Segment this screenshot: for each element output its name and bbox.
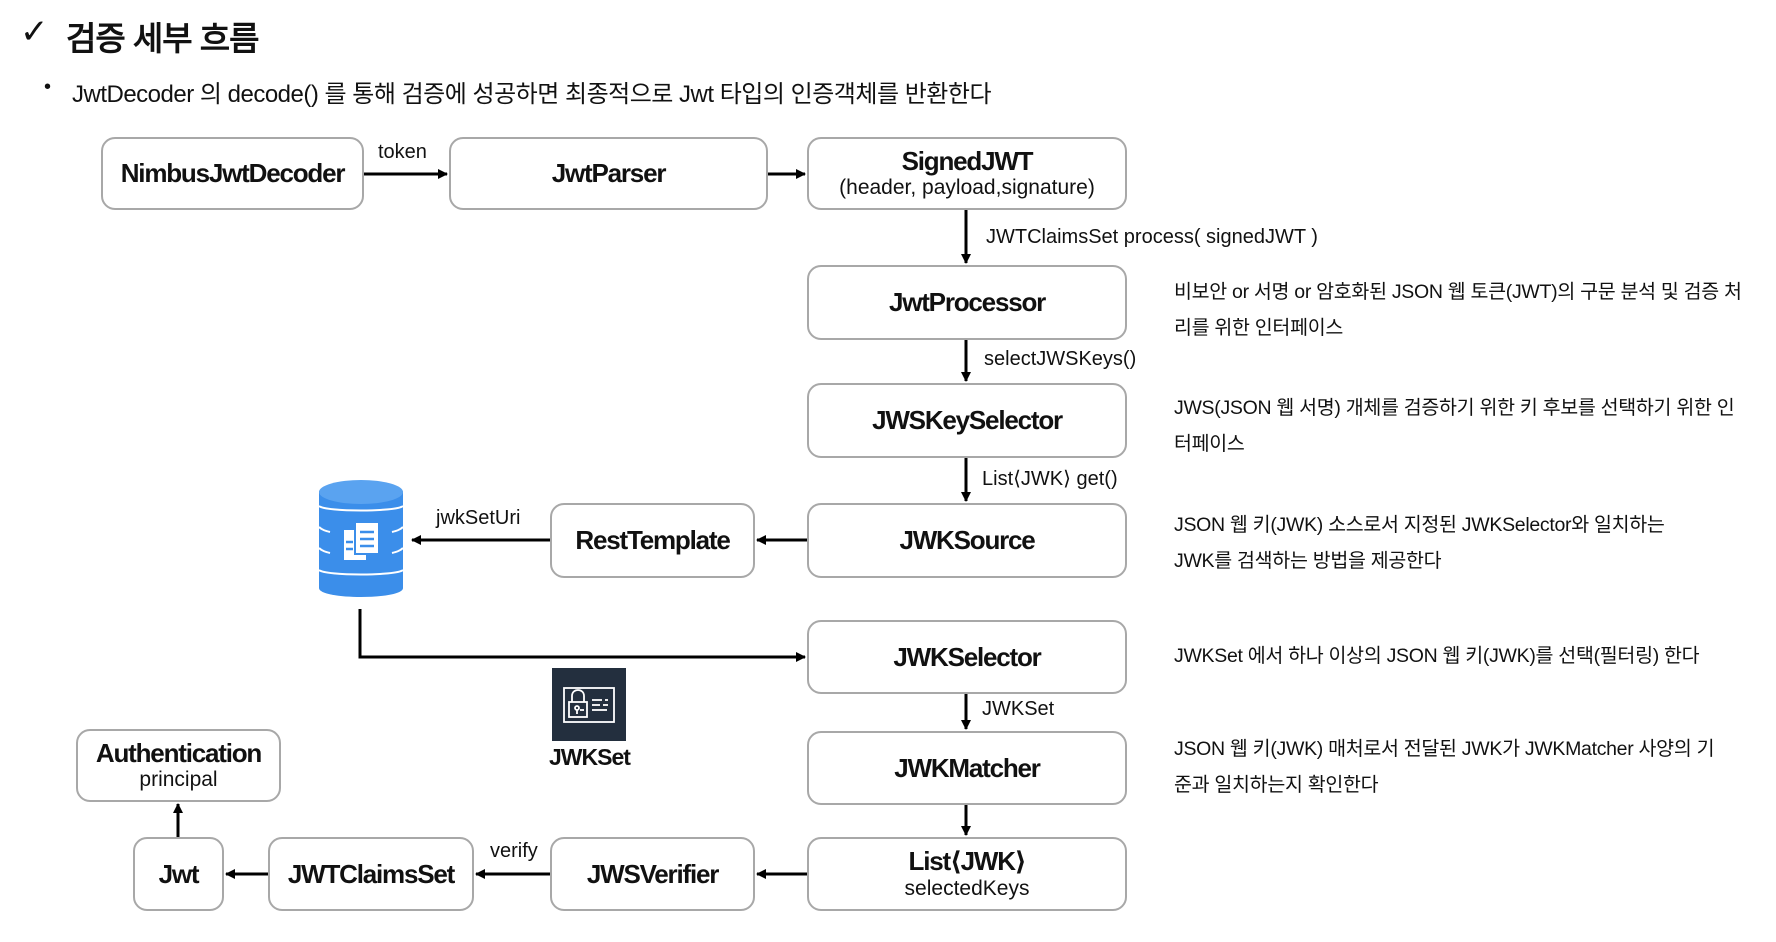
description-jwk-selector: JWKSet 에서 하나 이상의 JSON 웹 키(JWK)를 선택(필터링) …: [1174, 638, 1700, 674]
certificate-lock-icon: [552, 668, 626, 741]
bullet-icon: •: [44, 76, 52, 98]
edge-label-get: List⟨JWK⟩ get(): [982, 468, 1118, 490]
description-jwk-source: JSON 웹 키(JWK) 소스로서 지정된 JWKSelector와 일치하는…: [1174, 507, 1665, 579]
node-jwt: Jwt: [133, 837, 224, 911]
database-icon: [318, 480, 404, 597]
node-sublabel: selectedKeys: [904, 876, 1030, 900]
node-signed-jwt: SignedJWT (header, payload,signature): [807, 137, 1127, 210]
node-rest-template: RestTemplate: [550, 503, 755, 578]
node-label: RestTemplate: [575, 525, 730, 556]
node-sublabel: (header, payload,signature): [839, 176, 1095, 200]
node-label: JWKMatcher: [894, 752, 1041, 783]
node-jwt-claims-set: JWTClaimsSet: [268, 837, 474, 911]
node-sublabel: principal: [139, 768, 218, 792]
node-label: Authentication: [95, 737, 262, 768]
node-list-jwk: List⟨JWK⟩ selectedKeys: [807, 837, 1127, 911]
edge-label-jwk-set-uri: jwkSetUri: [436, 507, 521, 529]
node-jwk-source: JWKSource: [807, 503, 1127, 578]
subtitle: JwtDecoder 의 decode() 를 통해 검증에 성공하면 최종적으…: [72, 81, 992, 108]
description-line: 준과 일치하는지 확인한다: [1174, 774, 1379, 796]
node-label: JwtParser: [551, 158, 667, 189]
edge-label-jwkset: JWKSet: [982, 698, 1055, 720]
description-line: 터페이스: [1174, 433, 1245, 455]
description-line: JSON 웹 키(JWK) 소스로서 지정된 JWKSelector와 일치하는: [1174, 514, 1665, 536]
node-label: SignedJWT: [901, 145, 1034, 176]
node-label: JWSKeySelector: [872, 405, 1063, 436]
page-title: 검증 세부 흐름: [66, 20, 259, 57]
node-label: JWTClaimsSet: [287, 858, 455, 889]
description-jwk-matcher: JSON 웹 키(JWK) 매처로서 전달된 JWK가 JWKMatcher 사…: [1174, 731, 1715, 803]
description-line: JWK를 검색하는 방법을 제공한다: [1174, 550, 1442, 572]
description-jws-key-selector: JWS(JSON 웹 서명) 개체를 검증하기 위한 키 후보를 선택하기 위한…: [1174, 390, 1735, 462]
description-line: 비보안 or 서명 or 암호화된 JSON 웹 토큰(JWT)의 구문 분석 …: [1174, 281, 1742, 303]
node-authentication: Authentication principal: [76, 729, 281, 802]
edge-db-selector: [358, 609, 806, 662]
description-line: JSON 웹 키(JWK) 매처로서 전달된 JWK가 JWKMatcher 사…: [1174, 738, 1715, 760]
node-jws-verifier: JWSVerifier: [550, 837, 755, 911]
node-label: JWSVerifier: [586, 858, 720, 889]
description-line: JWKSet 에서 하나 이상의 JSON 웹 키(JWK)를 선택(필터링) …: [1174, 645, 1700, 667]
node-jwk-selector: JWKSelector: [807, 620, 1127, 694]
node-jws-key-selector: JWSKeySelector: [807, 383, 1127, 458]
edge-label-select-keys: selectJWSKeys(): [984, 348, 1137, 370]
edge-label-verify: verify: [490, 840, 538, 862]
node-label: JWKSource: [899, 525, 1035, 556]
jwkset-icon-label: JWKSet: [549, 744, 631, 770]
description-line: JWS(JSON 웹 서명) 개체를 검증하기 위한 키 후보를 선택하기 위한…: [1174, 397, 1735, 419]
node-label: JWKSelector: [893, 641, 1041, 672]
edge-label-process: JWTClaimsSet process( signedJWT ): [986, 226, 1318, 248]
node-nimbus-jwt-decoder: NimbusJwtDecoder: [101, 137, 364, 210]
node-label: JwtProcessor: [888, 287, 1046, 318]
description-line: 리를 위한 인터페이스: [1174, 317, 1343, 339]
node-jwk-matcher: JWKMatcher: [807, 731, 1127, 805]
node-jwt-processor: JwtProcessor: [807, 265, 1127, 340]
check-icon: ✓: [20, 12, 49, 52]
node-jwt-parser: JwtParser: [449, 137, 768, 210]
description-jwt-processor: 비보안 or 서명 or 암호화된 JSON 웹 토큰(JWT)의 구문 분석 …: [1174, 274, 1742, 346]
node-label: Jwt: [158, 858, 200, 889]
edge-label-token: token: [378, 141, 427, 163]
node-label: List⟨JWK⟩: [908, 846, 1027, 877]
node-label: NimbusJwtDecoder: [120, 158, 346, 189]
